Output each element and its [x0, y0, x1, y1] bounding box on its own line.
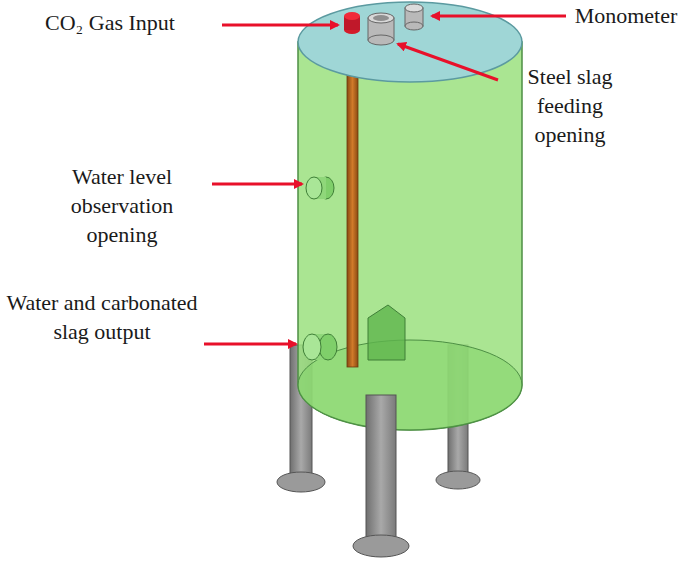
output-label: Water and carbonated slag output [6, 288, 198, 346]
feeding-opening-label: Steel slag feeding opening [500, 62, 640, 149]
gas-input-label: CO₂ Gas Input [4, 8, 216, 37]
observation-opening-label: Water level observation opening [38, 162, 206, 249]
monometer-label: Monometer [570, 1, 682, 30]
